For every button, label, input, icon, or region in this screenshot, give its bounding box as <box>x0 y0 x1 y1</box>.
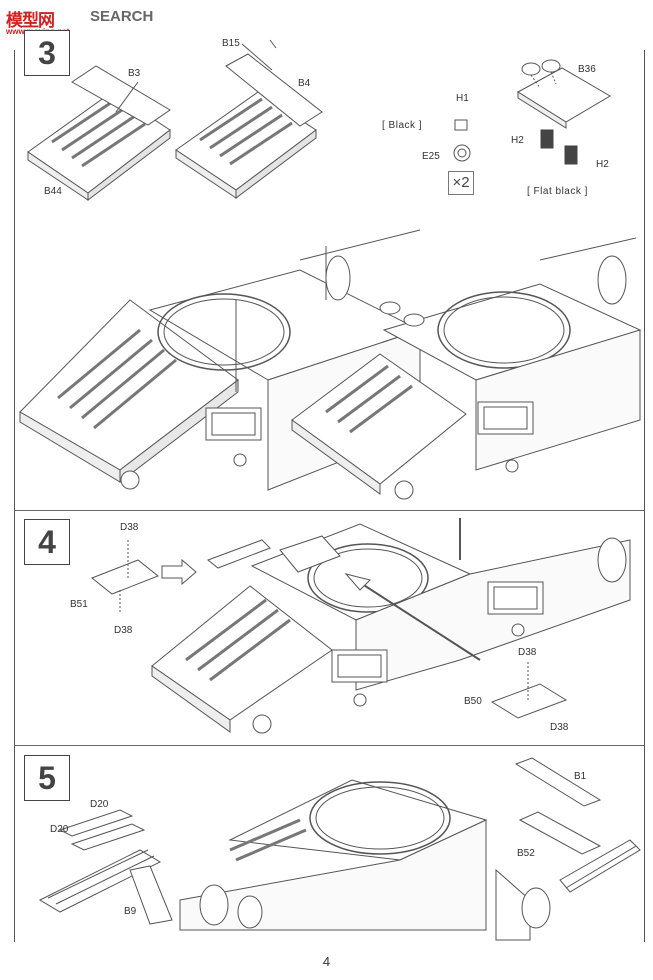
watermark-logo: 模型网 <box>6 11 55 31</box>
part-b4-panel <box>176 40 322 198</box>
paint-callout: [ Black ] <box>382 120 423 131</box>
part-label: B50 <box>464 696 482 707</box>
quantity-badge: ×2 <box>448 171 474 195</box>
step5-tracks-left <box>40 810 172 924</box>
section-divider <box>14 510 644 511</box>
part-label: D38 <box>518 647 537 658</box>
step4-hull <box>152 518 630 733</box>
page-number: 4 <box>322 954 331 969</box>
part-label: E25 <box>422 151 440 162</box>
part-b36-panel <box>518 60 610 164</box>
step3-hull-right <box>292 238 640 499</box>
part-label: B3 <box>128 68 141 79</box>
part-label: B44 <box>44 186 62 197</box>
direction-arrow-icon <box>162 560 196 584</box>
part-label: B1 <box>574 771 587 782</box>
part-b3-plate <box>72 66 170 125</box>
part-label: B15 <box>222 38 240 49</box>
part-label: H1 <box>456 93 469 104</box>
step-number: 4 <box>24 519 70 565</box>
part-b50-plate <box>492 662 566 718</box>
part-label: B9 <box>124 906 137 917</box>
part-label: D38 <box>550 722 569 733</box>
part-label: H2 <box>596 159 609 170</box>
step-number: 5 <box>24 755 70 801</box>
part-label: D20 <box>90 799 109 810</box>
part-label: D38 <box>114 625 133 636</box>
watermark-search: SEARCH <box>90 8 154 25</box>
part-b51-plate <box>92 540 158 614</box>
paint-callout: [ Flat black ] <box>527 186 588 197</box>
step5-hull <box>180 780 550 940</box>
page-frame <box>14 50 645 942</box>
part-label: B51 <box>70 599 88 610</box>
part-label: D20 <box>50 824 69 835</box>
part-h1-e25 <box>454 120 470 161</box>
step-number: 3 <box>24 30 70 76</box>
part-label: D38 <box>120 522 139 533</box>
step5-tracks-right <box>516 758 640 892</box>
part-label: B52 <box>517 848 535 859</box>
part-label: H2 <box>511 135 524 146</box>
part-label: B36 <box>578 64 596 75</box>
section-divider <box>14 745 644 746</box>
part-label: B4 <box>298 78 311 89</box>
